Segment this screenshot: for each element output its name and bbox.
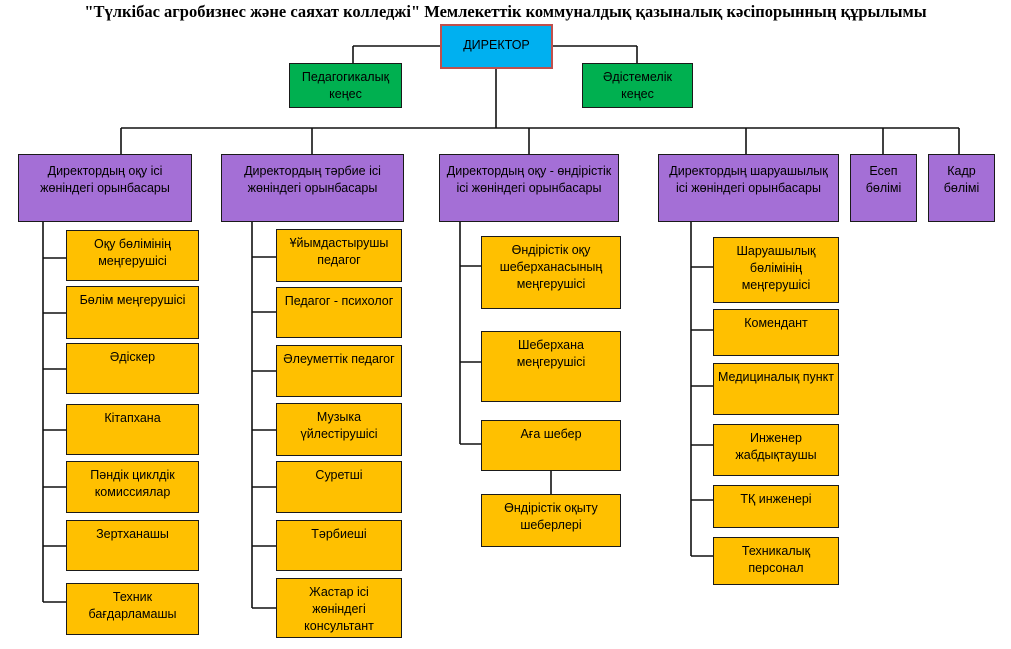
unit-col2-2: Педагог - психолог (276, 287, 402, 338)
unit-col4-4: Инженер жабдықтаушы (713, 424, 839, 476)
pedagogical-council-box: Педагогикалық кеңес (289, 63, 402, 108)
unit-col2-6: Тәрбиеші (276, 520, 402, 571)
unit-col4-1: Шаруашылық бөлімінің меңгерушісі (713, 237, 839, 303)
unit-col1-1: Оқу бөлімінің меңгерушісі (66, 230, 199, 281)
unit-col1-4: Кітапхана (66, 404, 199, 455)
unit-col3-4: Өндірістік оқыту шеберлері (481, 494, 621, 547)
accounting-dept-box: Есеп бөлімі (850, 154, 917, 222)
director-box: ДИРЕКТОР (440, 24, 553, 69)
unit-col2-1: Ұйымдастырушы педагог (276, 229, 402, 282)
unit-col4-6: Техникалық персонал (713, 537, 839, 585)
deputy-academic-box: Директордың оқу ісі жөніндегі орынбасары (18, 154, 192, 222)
unit-col3-2: Шеберхана меңгерушісі (481, 331, 621, 402)
unit-col2-4: Музыка үйлестірушісі (276, 403, 402, 456)
unit-col2-7: Жастар ісі жөніндегі консультант (276, 578, 402, 638)
unit-col2-5: Суретші (276, 461, 402, 513)
methodological-council-box: Әдістемелік кеңес (582, 63, 693, 108)
deputy-economic-box: Директордың шаруашылық ісі жөніндегі оры… (658, 154, 839, 222)
unit-col3-1: Өндірістік оқу шеберханасының меңгерушіс… (481, 236, 621, 309)
page-title: "Түлкібас агробизнес және саяхат колледж… (84, 2, 927, 21)
deputy-upbringing-box: Директордың тәрбие ісі жөніндегі орынбас… (221, 154, 404, 222)
unit-col1-3: Әдіскер (66, 343, 199, 394)
unit-col3-3: Аға шебер (481, 420, 621, 471)
unit-col1-7: Техник бағдарламашы (66, 583, 199, 635)
unit-col1-5: Пәндік циклдік комиссиялар (66, 461, 199, 513)
unit-col1-6: Зертханашы (66, 520, 199, 571)
unit-col2-3: Әлеуметтік педагог (276, 345, 402, 397)
unit-col4-3: Медициналық пункт (713, 363, 839, 415)
deputy-industrial-box: Директордың оқу - өндірістік ісі жөнінде… (439, 154, 619, 222)
hr-dept-box: Кадр бөлімі (928, 154, 995, 222)
unit-col4-2: Комендант (713, 309, 839, 356)
unit-col4-5: ТҚ инженері (713, 485, 839, 528)
unit-col1-2: Бөлім меңгерушісі (66, 286, 199, 339)
